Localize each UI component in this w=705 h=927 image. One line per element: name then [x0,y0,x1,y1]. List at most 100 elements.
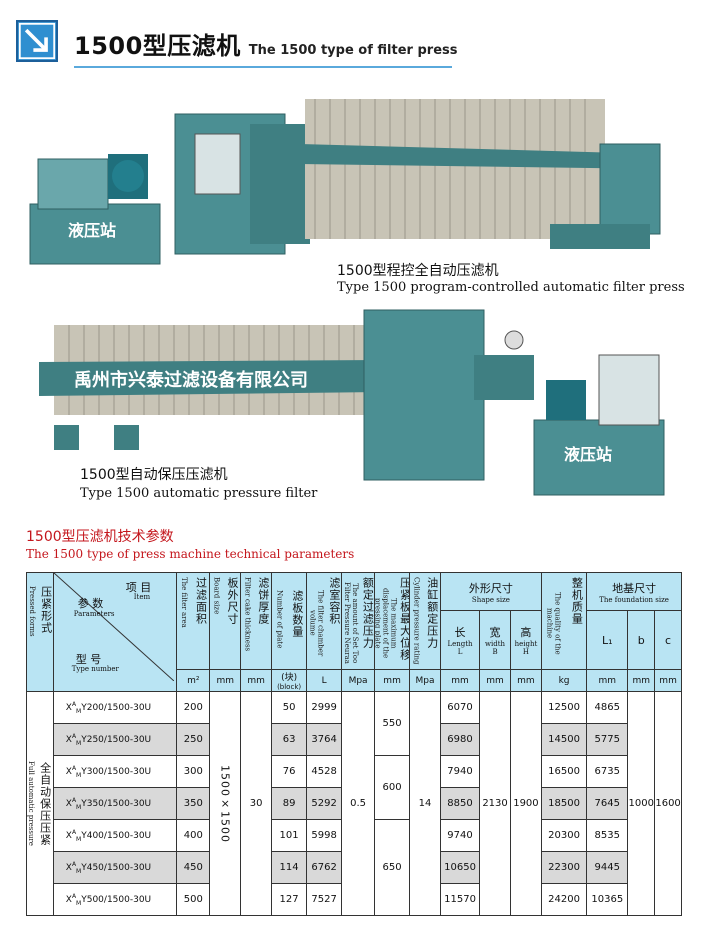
parameters-table: 压紧形式 Pressed forms 项 目 Item 参 数 Paramete… [26,571,682,916]
mass-cell: 24200 [540,883,588,916]
page-subtitle: The 1500 type of filter press [248,43,458,58]
volume-cell: 3764 [306,723,343,756]
unit-height: mm [509,669,542,692]
area-cell: 400 [176,819,211,852]
foundation-b-cell: 1000 [627,691,656,916]
machine-2-caption-cn: 1500型自动保压压滤机 [80,467,228,483]
unit-mass: kg [540,669,588,692]
unit-b: mm [627,669,656,692]
length-cell: 9740 [439,819,481,852]
foundation-c-cell: 1600 [654,691,682,916]
area-cell: 300 [176,755,211,788]
foundation-l1-cell: 4865 [586,691,629,724]
unit-cylinder: Mpa [409,669,441,692]
plates-cell: 89 [271,787,308,820]
unit-c: mm [654,669,682,692]
area-cell: 350 [176,787,211,820]
unit-length: mm [439,669,481,692]
displacement-cell: 600 [374,755,411,820]
volume-cell: 7527 [306,883,343,916]
model-cell: XAMY350/1500-30U [52,787,178,820]
length-cell: 6070 [439,691,481,724]
filter-press-image-2: 禹州市兴泰过滤设备有限公司 液压站 [39,309,665,496]
volume-cell: 5292 [306,787,343,820]
model-cell: XAMY450/1500-30U [52,851,178,884]
header-press-form: 压紧形式 Pressed forms [26,572,54,692]
area-cell: 200 [176,691,211,724]
mass-cell: 14500 [540,723,588,756]
page-header: 1500型压滤机 The 1500 type of filter press [74,26,458,61]
plates-cell: 114 [271,851,308,884]
displacement-cell: 650 [374,819,411,916]
unit-plates: (块)(block) [271,669,308,692]
foundation-l1-cell: 7645 [586,787,629,820]
foundation-l1-cell: 10365 [586,883,629,916]
hydraulic-station-label-2: 液压站 [564,445,612,464]
unit-volume: L [306,669,343,692]
title-underline [74,66,452,68]
header-foundation-l1: L₁ [586,610,629,670]
volume-cell: 4528 [306,755,343,788]
length-cell: 10650 [439,851,481,884]
header-foundation-b: b [627,610,656,670]
volume-cell: 5998 [306,819,343,852]
area-cell: 250 [176,723,211,756]
unit-width: mm [479,669,511,692]
filter-pressure-cell: 0.5 [341,691,376,916]
plates-cell: 50 [271,691,308,724]
model-cell: XAMY500/1500-30U [52,883,178,916]
foundation-l1-cell: 6735 [586,755,629,788]
model-cell: XAMY400/1500-30U [52,819,178,852]
header-foundation-size: 地基尺寸 The foundation size [586,571,682,612]
volume-cell: 6762 [306,851,343,884]
area-cell: 450 [176,851,211,884]
unit-board: mm [209,669,242,692]
header-foundation-c: c [654,610,682,670]
unit-displacement: mm [374,669,411,692]
foundation-l1-cell: 8535 [586,819,629,852]
header-height: 高 height H [509,610,542,670]
volume-cell: 2999 [306,691,343,724]
length-cell: 7940 [439,755,481,788]
header-length: 长 Length L [439,610,481,670]
foundation-l1-cell: 5775 [586,723,629,756]
length-cell: 11570 [439,883,481,916]
header-width: 宽 width B [479,610,511,670]
width-cell: 2130 [479,691,511,916]
company-banner: 禹州市兴泰过滤设备有限公司 [74,369,308,391]
cylinder-pressure-cell: 14 [409,691,441,916]
plates-cell: 127 [271,883,308,916]
height-cell: 1900 [509,691,542,916]
model-cell: XAMY250/1500-30U [52,723,178,756]
model-cell: XAMY200/1500-30U [52,691,178,724]
area-cell: 500 [176,883,211,916]
header-shape-size: 外形尺寸 Shape size [439,571,542,612]
mass-cell: 22300 [540,851,588,884]
unit-filter-pressure: Mpa [341,669,376,692]
machine-1-caption-en: Type 1500 program-controlled automatic f… [337,280,685,295]
length-cell: 8850 [439,787,481,820]
cake-thickness-cell: 30 [240,691,273,916]
page-title: 1500型压滤机 [74,32,241,60]
arrow-logo-icon [18,22,56,60]
section-title-en: The 1500 type of press machine technical… [26,547,355,561]
mass-cell: 16500 [540,755,588,788]
mass-cell: 12500 [540,691,588,724]
foundation-l1-cell: 9445 [586,851,629,884]
plates-cell: 101 [271,819,308,852]
